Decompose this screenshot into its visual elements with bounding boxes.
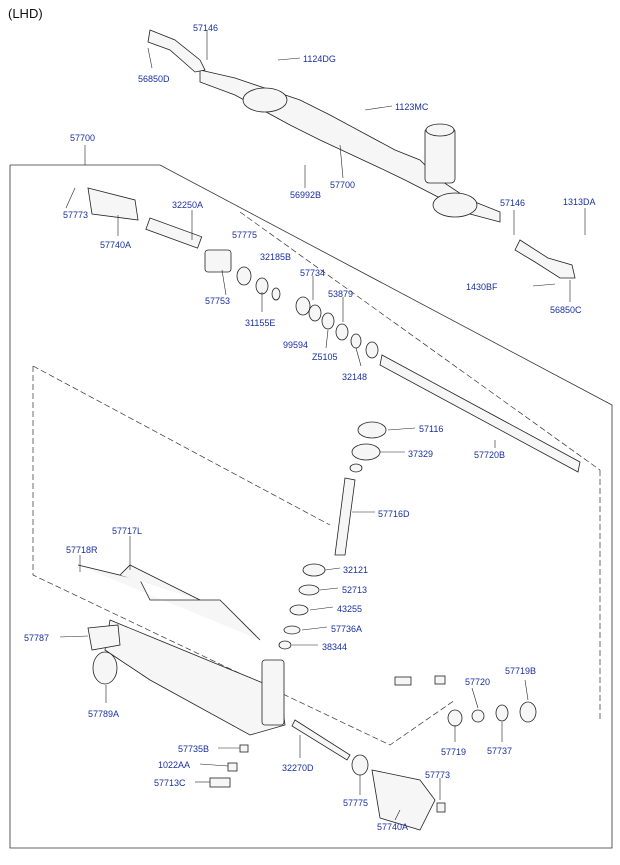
part-label-57713c: 57713C: [154, 778, 186, 788]
diagram-header: (LHD): [8, 6, 43, 21]
part-label-57146: 57146: [193, 23, 218, 33]
part-label-56992b: 56992B: [290, 190, 321, 200]
dashed-subframe: [32, 211, 601, 746]
part-label-43255: 43255: [337, 604, 362, 614]
part-label-57789a: 57789A: [88, 709, 119, 719]
part-label-1313da: 1313DA: [563, 197, 596, 207]
part-label-53879: 53879: [328, 289, 353, 299]
part-labels: 57146 56850D 1124DG 1123MC 57700 56992B 57700 5…: [24, 23, 596, 832]
part-label-57775: 57775: [343, 798, 368, 808]
part-label-57700: 57700: [330, 180, 355, 190]
part-label-57737: 57737: [487, 746, 512, 756]
part-label-57787: 57787: [24, 633, 49, 643]
part-label-1430bf: 1430BF: [466, 282, 498, 292]
part-label-1124dg: 1124DG: [303, 54, 336, 64]
part-label-57700: 57700: [70, 133, 95, 143]
part-label-56850d: 56850D: [138, 74, 170, 84]
part-label-32148: 32148: [342, 372, 367, 382]
part-label-57775: 57775: [232, 230, 257, 240]
part-label-38344: 38344: [322, 642, 347, 652]
part-label-99594: 99594: [283, 340, 308, 350]
part-label-57773: 57773: [425, 770, 450, 780]
outline-frame: [9, 164, 613, 849]
part-label-57116: 57116: [419, 424, 443, 434]
part-label-32185b: 32185B: [260, 252, 291, 262]
part-label-57735b: 57735B: [178, 744, 209, 754]
leader-lines: [59, 30, 586, 821]
part-label-57716d: 57716D: [378, 509, 410, 519]
part-label-57740a: 57740A: [377, 822, 408, 832]
part-label-56850c: 56850C: [550, 305, 582, 315]
part-label-57146: 57146: [500, 198, 525, 208]
part-label-32250a: 32250A: [172, 200, 203, 210]
exploded-components: [87, 187, 581, 650]
part-label-57719: 57719: [441, 747, 466, 757]
part-label-57740a: 57740A: [100, 240, 131, 250]
part-label-57717l: 57717L: [112, 526, 142, 536]
part-label-57753: 57753: [205, 296, 230, 306]
gear-housing: [77, 564, 537, 831]
part-label-57736a: 57736A: [331, 624, 362, 634]
steering-gear-assembly: [147, 29, 576, 279]
part-label-32121: 32121: [343, 565, 368, 575]
part-label-57734: 57734: [300, 268, 325, 278]
part-label-1123mc: 1123MC: [395, 102, 429, 112]
part-label-52713: 52713: [342, 585, 367, 595]
part-label-57720: 57720: [465, 677, 490, 687]
part-label-57773: 57773: [63, 210, 88, 220]
part-label-37329: 37329: [408, 449, 433, 459]
part-label-32270d: 32270D: [282, 763, 314, 773]
part-label-1022aa: 1022AA: [158, 760, 190, 770]
part-label-57718r: 57718R: [66, 545, 98, 555]
part-label-57720b: 57720B: [474, 450, 505, 460]
part-label-z5105: Z5105: [312, 352, 338, 362]
part-label-31155e: 31155E: [245, 318, 275, 328]
part-label-57719b: 57719B: [505, 666, 536, 676]
